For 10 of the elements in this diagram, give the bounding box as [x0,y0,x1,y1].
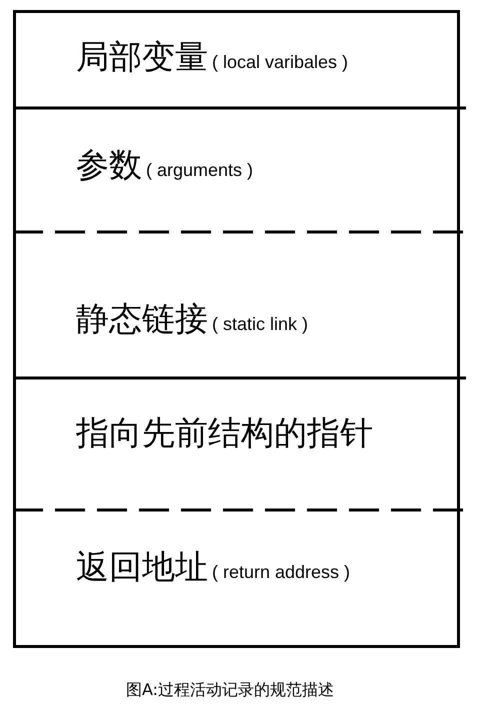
field-name: 局部变量 [76,36,208,78]
field-name: 静态链接 [76,298,208,340]
field-note: ( arguments ) [146,159,254,182]
caption: 图A:过程活动记录的规范描述 [124,679,336,701]
field-note: ( return address ) [212,561,350,584]
field-name: 返回地址 [76,546,208,588]
field-note: ( local varibales ) [212,51,348,74]
field-note: ( static link ) [212,313,308,336]
field-name: 指向先前结构的指针 [76,412,373,454]
field-name: 参数 [76,144,142,186]
